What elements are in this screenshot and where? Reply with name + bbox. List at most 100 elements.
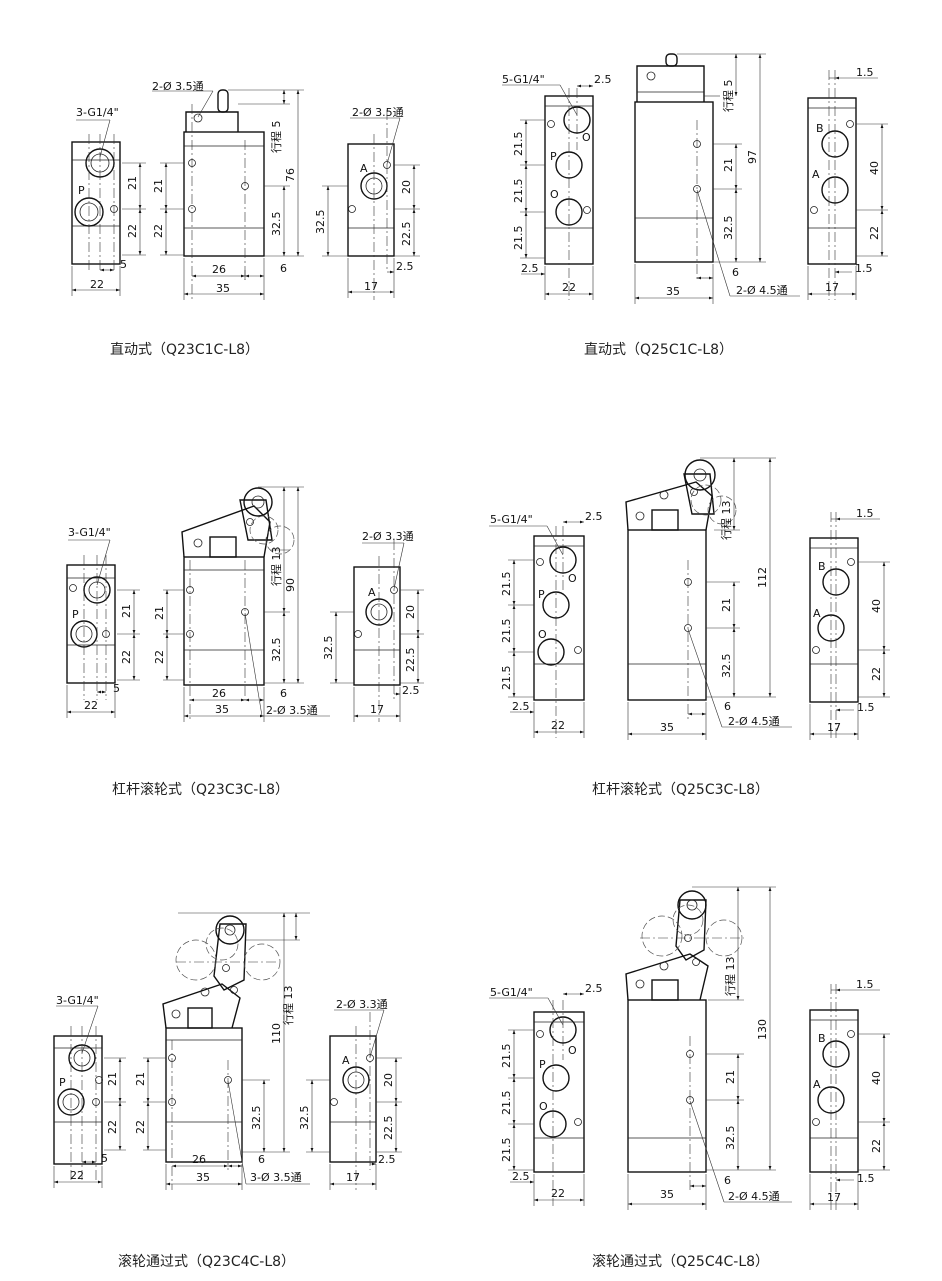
q25c4c-d21-5b: 21.5	[500, 1091, 513, 1116]
q25c3c-d21-5c: 21.5	[500, 666, 513, 691]
q25c4c-d2-5t: 2.5	[585, 982, 603, 995]
q25c1c-caption: 直动式（Q25C1C-L8）	[584, 341, 733, 358]
drawing-q23c1c: 3-G1/4" P 21 22 22 5	[71, 80, 420, 358]
q23c4c-d5: 5	[101, 1152, 108, 1165]
q23c1c-d21: 21	[126, 176, 139, 190]
q23c4c-side-view: 2-Ø 3.3通 A 20 22.5 32.5 2.5 17	[298, 998, 402, 1190]
q23c1c-d35: 35	[216, 282, 230, 295]
q23c1c-left-view: 3-G1/4" P 21 22 22 5	[71, 106, 146, 296]
q25c4c-port-b: B	[818, 1032, 826, 1045]
q23c1c-d17: 17	[364, 280, 378, 293]
q25c1c-side-view: 1.5 B A 40 22 1.5 17	[807, 66, 888, 300]
q25c1c-port-o2: O	[550, 188, 559, 201]
q23c4c-d20: 20	[382, 1073, 395, 1087]
q25c1c-d21: 21	[722, 158, 735, 172]
q25c4c-port-note: 5-G1/4"	[490, 986, 533, 999]
q23c4c-d21: 21	[106, 1072, 119, 1086]
q25c4c-front-view: 行程 13 21 32.5 130 6 35 2-Ø 4.5通	[625, 886, 792, 1210]
q23c4c-side-hole-note: 2-Ø 3.3通	[336, 998, 388, 1011]
q23c3c-d2-5: 2.5	[402, 684, 420, 697]
q23c4c-d6: 6	[258, 1153, 265, 1166]
q25c3c-port-o1: O	[568, 572, 577, 585]
q23c4c-d26: 26	[192, 1153, 206, 1166]
q25c1c-d32-5: 32.5	[722, 216, 735, 241]
q25c3c-d21-5b: 21.5	[500, 619, 513, 644]
q25c3c-d2-5t: 2.5	[585, 510, 603, 523]
q25c3c-d112: 112	[756, 567, 769, 588]
q23c1c-stroke: 行程 5	[270, 121, 283, 154]
q25c1c-d35: 35	[666, 285, 680, 298]
q25c3c-d6: 6	[724, 700, 731, 713]
q23c3c-side-hole-note: 2-Ø 3.3通	[362, 530, 414, 543]
drawing-q23c3c: 3-G1/4" P 21 22 5 22	[66, 486, 424, 798]
q25c1c-left-view: 5-G1/4" 2.5 O P O 21.5 21.5 21.5 2.5 22	[502, 73, 612, 300]
q23c3c-port-a: A	[368, 586, 376, 599]
q25c1c-port-a: A	[812, 168, 820, 181]
q23c4c-left-view: 3-G1/4" P 21 22 5 22	[53, 994, 126, 1188]
q25c4c-stroke: 行程 13	[724, 957, 737, 997]
q23c3c-stroke: 行程 13	[270, 547, 283, 587]
q23c4c-d2-5: 2.5	[378, 1153, 396, 1166]
q23c1c-d32-5: 32.5	[270, 212, 283, 237]
q25c3c-d21-5a: 21.5	[500, 572, 513, 597]
q25c1c-front-view: 行程 5 21 32.5 97 6 35 2-Ø 4.5通	[634, 53, 800, 304]
q23c1c-d76: 76	[284, 168, 297, 182]
q23c3c-d26: 26	[212, 687, 226, 700]
q23c3c-d22b: 22	[153, 650, 166, 664]
q25c3c-port-note: 5-G1/4"	[490, 513, 533, 526]
drawing-q25c1c: 5-G1/4" 2.5 O P O 21.5 21.5 21.5 2.5 22	[502, 53, 888, 358]
q23c4c-d22b: 22	[134, 1120, 147, 1134]
q23c4c-port-p: P	[59, 1076, 66, 1089]
q23c1c-top-hole-note: 2-Ø 3.5通	[152, 80, 204, 93]
q23c4c-d22-5: 22.5	[382, 1116, 395, 1141]
q25c1c-d21-5a: 21.5	[512, 132, 525, 157]
q25c4c-port-o2: O	[539, 1100, 548, 1113]
q23c4c-port-note: 3-G1/4"	[56, 994, 99, 1007]
q25c1c-d40: 40	[868, 161, 881, 175]
q25c4c-d130: 130	[756, 1019, 769, 1040]
q23c3c-caption: 杠杆滚轮式（Q23C3C-L8）	[112, 781, 289, 798]
q25c4c-caption: 滚轮通过式（Q25C4C-L8）	[592, 1253, 769, 1270]
q23c4c-front-view: 21 22 行程 13 32.5 110 26 6 35 3-Ø 3.5通	[134, 912, 310, 1190]
q23c1c-d26: 26	[212, 263, 226, 276]
q25c1c-d6: 6	[732, 266, 739, 279]
q25c4c-side-view: 1.5 B A 40 22 1.5 17	[809, 978, 890, 1210]
q23c1c-d22-5: 22.5	[400, 222, 413, 247]
q23c1c-front-view: 2-Ø 3.5通 21 22 行程 5 32.5 76 26	[152, 80, 304, 300]
q23c1c-port-a: A	[360, 162, 368, 175]
q25c1c-d22w: 22	[562, 281, 576, 294]
q23c3c-d22: 22	[120, 650, 133, 664]
q23c1c-caption: 直动式（Q23C1C-L8）	[110, 341, 259, 358]
q25c3c-port-p: P	[538, 588, 545, 601]
q23c4c-port-a: A	[342, 1054, 350, 1067]
q23c3c-d90: 90	[284, 578, 297, 592]
q25c4c-d1-5t: 1.5	[856, 978, 874, 991]
q25c4c-d22: 22	[870, 1139, 883, 1153]
drawing-q25c3c: 5-G1/4" 2.5 O P O 21.5 21.5 21.5 2.5 22	[489, 457, 890, 798]
q25c1c-d1-5b: 1.5	[855, 262, 873, 275]
q25c3c-d21: 21	[720, 598, 733, 612]
q25c1c-d21-5c: 21.5	[512, 226, 525, 251]
q23c3c-d35: 35	[215, 703, 229, 716]
q23c3c-hole-note: 2-Ø 3.5通	[266, 704, 318, 717]
q23c1c-port-p: P	[78, 184, 85, 197]
q25c4c-port-a: A	[813, 1078, 821, 1091]
q23c1c-d21b: 21	[152, 179, 165, 193]
drawing-q23c4c: 3-G1/4" P 21 22 5 22	[53, 912, 402, 1270]
q23c4c-caption: 滚轮通过式（Q23C4C-L8）	[118, 1253, 295, 1270]
q23c3c-d17: 17	[370, 703, 384, 716]
q25c3c-left-view: 5-G1/4" 2.5 O P O 21.5 21.5 21.5 2.5 22	[489, 510, 603, 738]
q25c4c-d35: 35	[660, 1188, 674, 1201]
q25c1c-port-b: B	[816, 122, 824, 135]
q23c4c-d32-5s: 32.5	[298, 1106, 311, 1131]
q23c4c-d32-5: 32.5	[250, 1106, 263, 1131]
q25c4c-d22w: 22	[551, 1187, 565, 1200]
q25c3c-d1-5t: 1.5	[856, 507, 874, 520]
q25c1c-port-note: 5-G1/4"	[502, 73, 545, 86]
q25c1c-port-p: P	[550, 150, 557, 163]
q25c1c-d97: 97	[746, 150, 759, 164]
q25c4c-d1-5b: 1.5	[857, 1172, 875, 1185]
q23c1c-side-view: 2-Ø 3.5通 A 20 22.5 32.5 2.5 17	[314, 106, 420, 300]
q25c3c-caption: 杠杆滚轮式（Q25C3C-L8）	[592, 781, 769, 798]
